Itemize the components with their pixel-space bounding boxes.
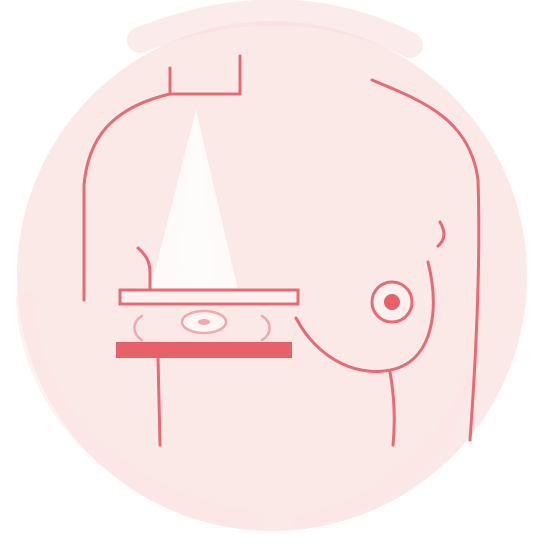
nipple-icon (372, 282, 412, 322)
detector-plate-icon (116, 342, 292, 358)
background-circle-icon (17, 12, 527, 531)
